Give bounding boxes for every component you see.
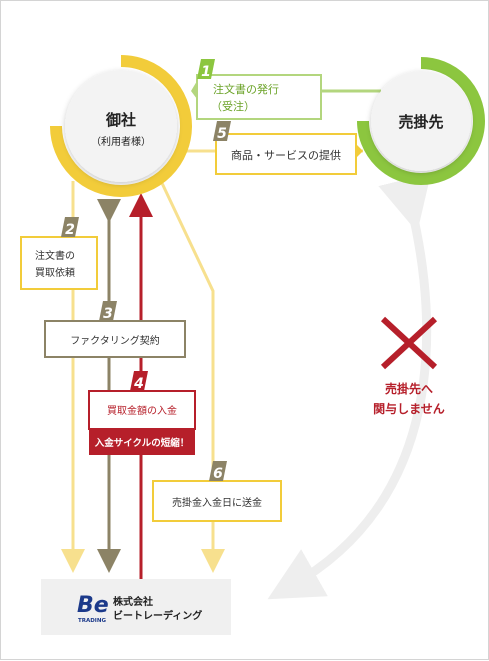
no-involvement-arrow <box>267 173 432 600</box>
step-3-label: ファクタリング契約 <box>70 334 160 347</box>
step-2-line-2: 買取依頼 <box>35 266 75 279</box>
step-3: 3 ファクタリング契約 <box>44 301 186 358</box>
note-line-1: 売掛先へ <box>385 381 433 396</box>
note-line-2: 関与しません <box>373 402 445 416</box>
step-1-pointer <box>191 81 197 99</box>
company-node: 御社 （利用者様） <box>50 55 192 197</box>
step-6-number: 6 <box>213 466 223 482</box>
step-4-badge <box>130 371 148 391</box>
step-2-number: 2 <box>65 222 75 238</box>
customer-node: 売掛先 <box>357 57 485 185</box>
step-4-number: 4 <box>133 376 144 392</box>
step-2-box <box>20 236 98 290</box>
step-1: 1 注文書の発行 （受注） <box>191 59 322 120</box>
step-4-label: 買取金額の入金 <box>107 404 177 417</box>
step-1-line-2: （受注） <box>211 99 255 113</box>
step-4-highlight-band <box>89 429 195 455</box>
logo-mark: Be <box>77 593 109 618</box>
step-1-number: 1 <box>201 64 211 80</box>
step-2: 2 注文書の 買取依頼 <box>20 217 98 290</box>
customer-circle <box>371 71 471 171</box>
step-6: 6 売掛金入金日に送金 <box>152 461 282 522</box>
customer-name: 売掛先 <box>398 113 443 131</box>
step-5-badge <box>213 121 231 141</box>
logo-line-1: 株式会社 <box>113 595 153 608</box>
step-5-number: 5 <box>217 126 227 142</box>
step-1-box <box>196 74 322 120</box>
logo-sub: TRADING <box>78 618 106 624</box>
step-3-badge <box>99 301 117 321</box>
step-2-badge <box>61 217 79 237</box>
company-name: 御社 <box>105 111 136 129</box>
x-mark-stroke-2 <box>380 316 438 370</box>
company-circle <box>65 70 177 182</box>
step-4-highlight: 入金サイクルの短縮！ <box>94 437 190 449</box>
step-4: 4 買取金額の入金 入金サイクルの短縮！ <box>88 371 196 455</box>
step-1-line-1: 注文書の発行 <box>213 82 279 96</box>
step-6-badge <box>209 461 227 481</box>
step-3-number: 3 <box>103 306 113 322</box>
step-5-label: 商品・サービスの提供 <box>231 148 341 162</box>
step-5-pointer <box>356 144 363 158</box>
step-6-label: 売掛金入金日に送金 <box>172 496 262 509</box>
step-1-badge <box>197 59 215 79</box>
trading-company-node: Be TRADING 株式会社 ビートレーディング <box>41 579 231 635</box>
step-3-box <box>44 320 186 358</box>
company-ring <box>50 55 192 197</box>
not-involved-mark: 売掛先へ 関与しません <box>373 316 445 416</box>
step-2-line-1: 注文書の <box>35 249 75 262</box>
logo-line-2: ビートレーディング <box>113 609 202 622</box>
customer-ring <box>357 57 485 185</box>
company-sub: （利用者様） <box>91 135 151 148</box>
step-5: 5 商品・サービスの提供 <box>213 121 363 175</box>
logo-panel <box>41 579 231 635</box>
